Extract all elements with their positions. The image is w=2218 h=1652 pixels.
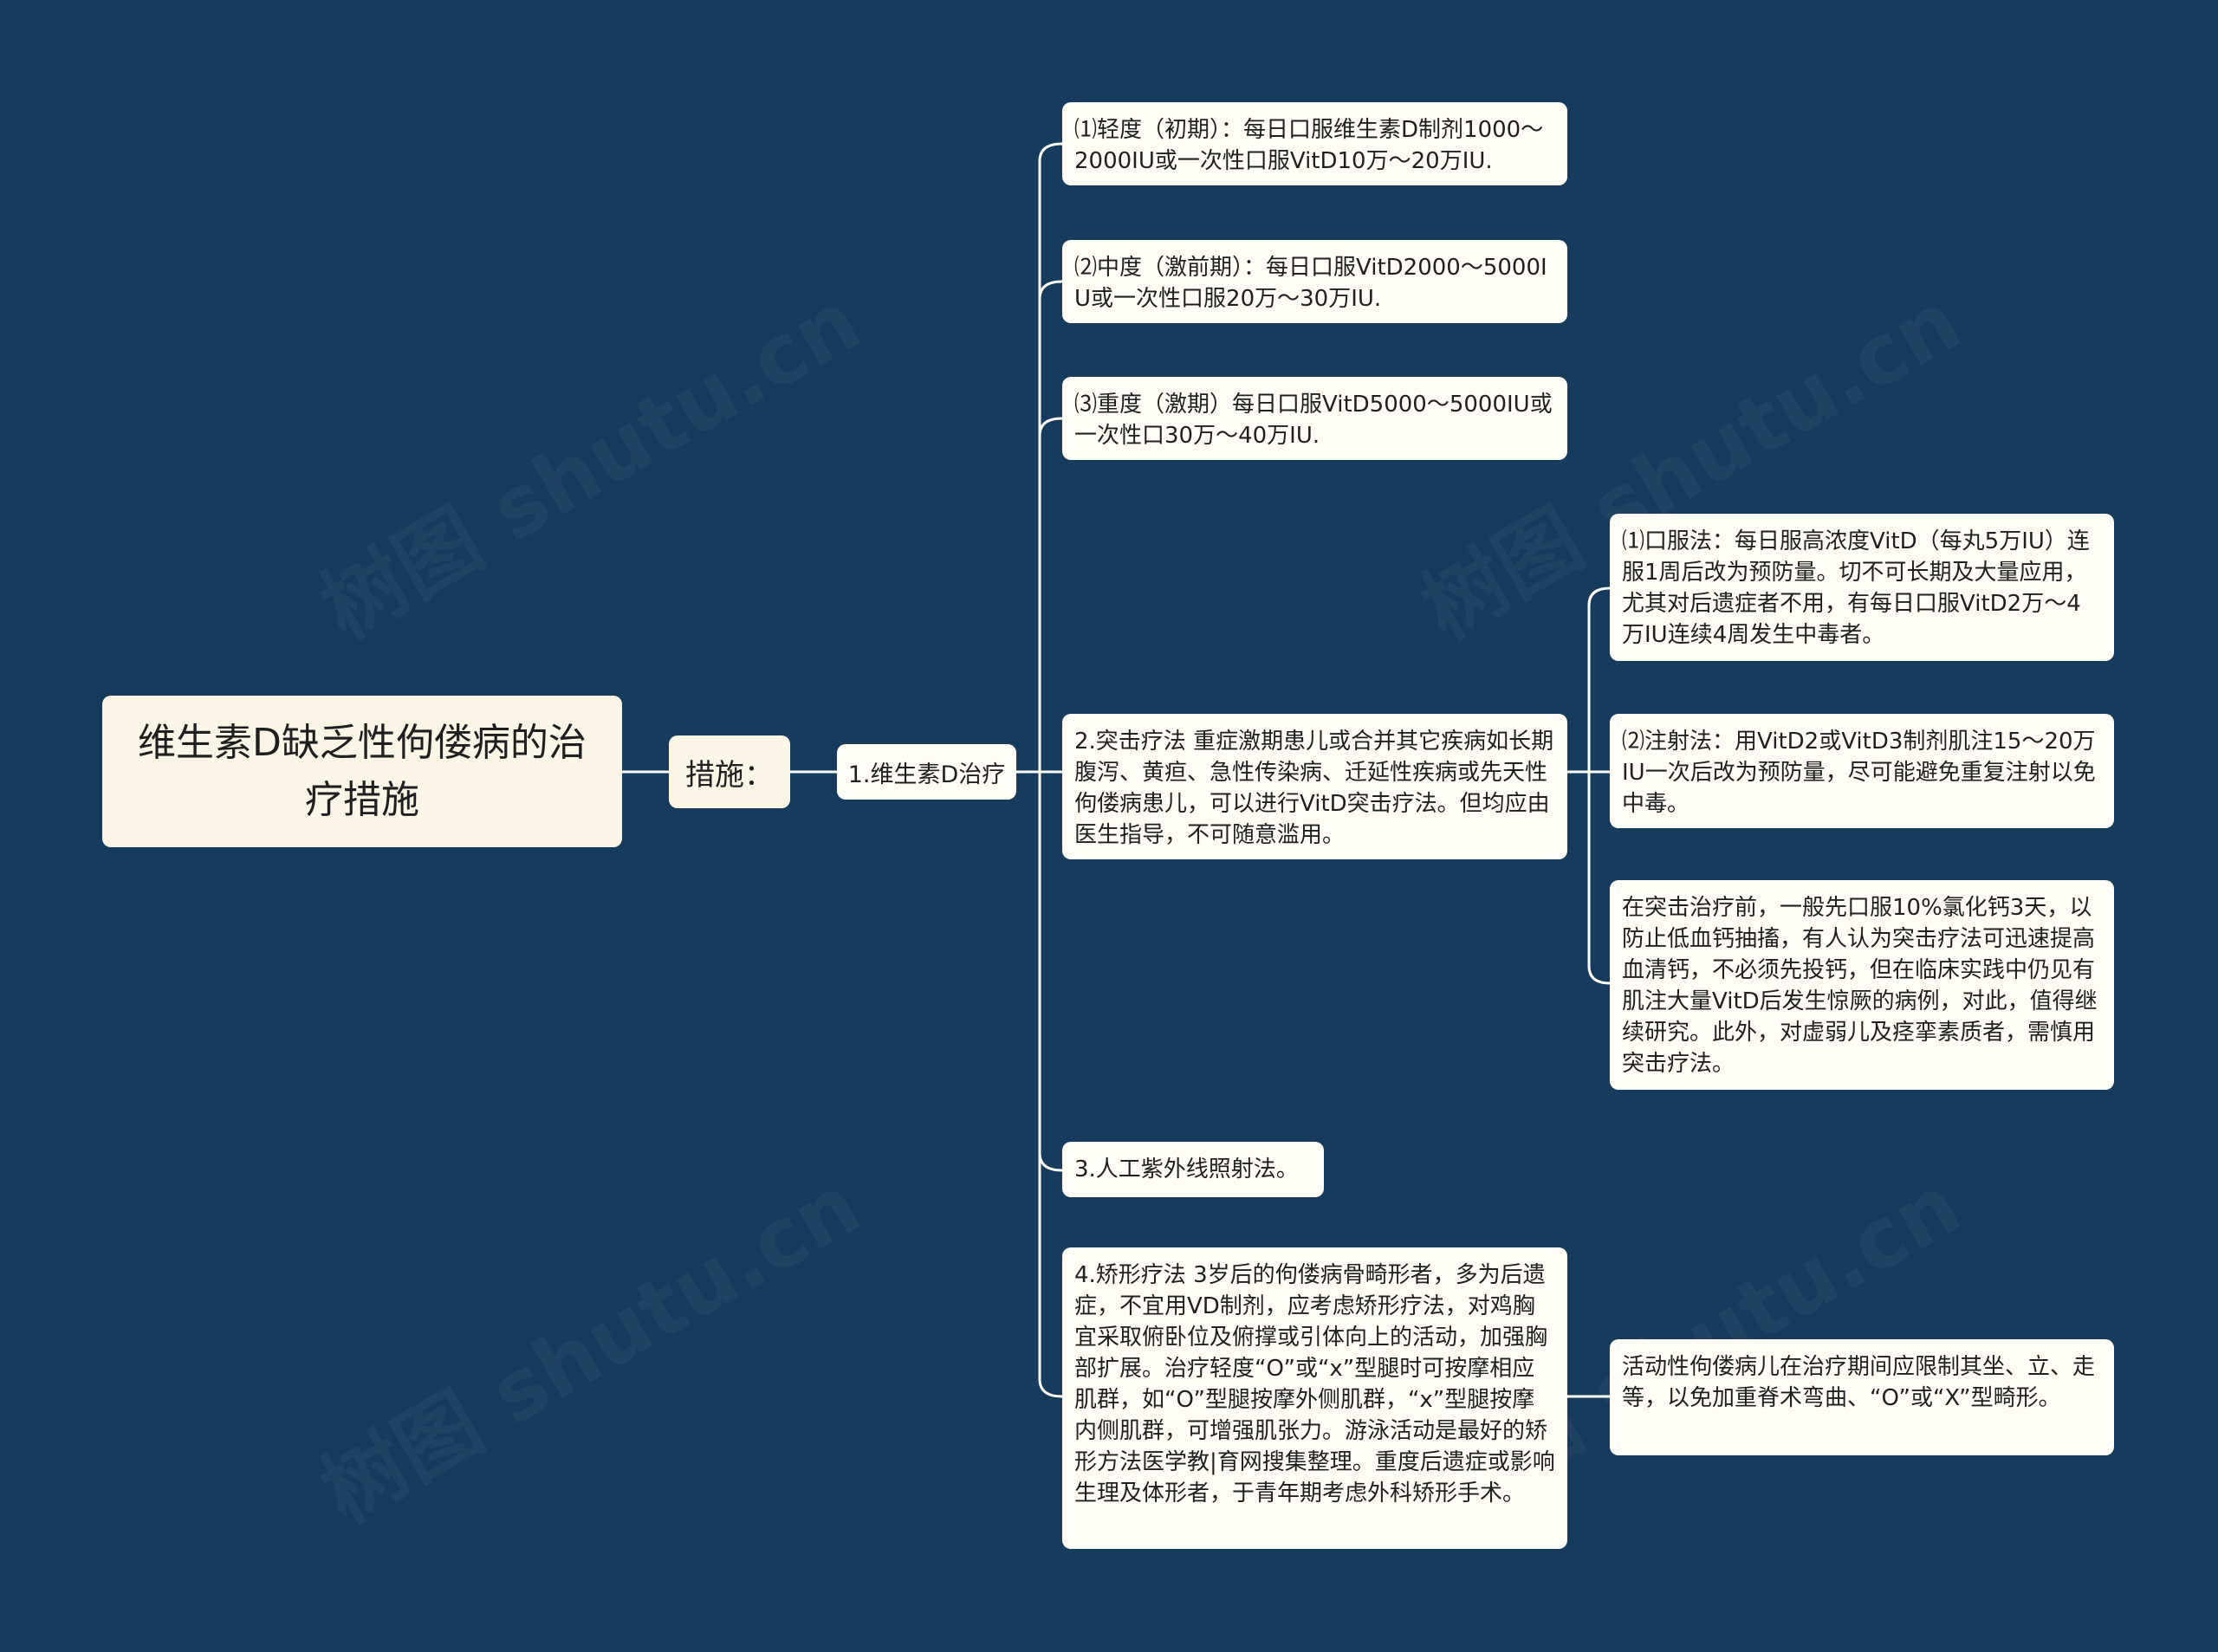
watermark: 树图 shutu.cn	[296, 1140, 879, 1545]
link-sub-3	[1587, 965, 1611, 985]
watermark: 树图 shutu.cn	[296, 256, 879, 662]
link-sub-1	[1587, 586, 1611, 606]
sub-activity-restriction-text: 活动性佝偻病儿在治疗期间应限制其坐、立、走等，以免加重脊术弯曲、“O”或“X”型…	[1622, 1354, 2096, 1411]
branch-moderate[interactable]: ⑵中度（激前期）：每日口服VitD2000～5000IU或一次性口服20万～30…	[1062, 240, 1567, 323]
link-branch-1	[1038, 142, 1063, 162]
link-branch-6	[1038, 1378, 1063, 1398]
sub-calcium-note[interactable]: 在突击治疗前，一般先口服10%氯化钙3天，以防止低血钙抽搐，有人认为突击疗法可迅…	[1610, 880, 2114, 1090]
sub-calcium-note-text: 在突击治疗前，一般先口服10%氯化钙3天，以防止低血钙抽搐，有人认为突击疗法可迅…	[1622, 895, 2098, 1077]
branch-mild-text: ⑴轻度（初期）：每日口服维生素D制剂1000～2000IU或一次性口服VitD1…	[1074, 117, 1544, 174]
sub-oral-method-text: ⑴口服法：每日服高浓度VitD（每丸5万IU）连服1周后改为预防量。切不可长期及…	[1622, 528, 2090, 648]
branch-mild[interactable]: ⑴轻度（初期）：每日口服维生素D制剂1000～2000IU或一次性口服VitD1…	[1062, 102, 1567, 185]
measures-label: 措施：	[685, 757, 774, 793]
vitd-treatment-label: 1.维生素D治疗	[847, 761, 1006, 788]
sub-injection-method[interactable]: ⑵注射法：用VitD2或VitD3制剂肌注15～20万IU一次后改为预防量，尽可…	[1610, 714, 2114, 828]
branch-severe[interactable]: ⑶重度（激期）每日口服VitD5000～5000IU或一次性口30万～40万IU…	[1062, 377, 1567, 460]
measures-node[interactable]: 措施：	[669, 735, 790, 808]
branch-moderate-text: ⑵中度（激前期）：每日口服VitD2000～5000IU或一次性口服20万～30…	[1074, 255, 1547, 312]
sub-injection-method-text: ⑵注射法：用VitD2或VitD3制剂肌注15～20万IU一次后改为预防量，尽可…	[1622, 729, 2096, 817]
root-label: 维生素D缺乏性佝偻病的治疗措施	[138, 720, 587, 822]
branch-uv-therapy[interactable]: 3.人工紫外线照射法。	[1062, 1142, 1324, 1197]
root-node[interactable]: 维生素D缺乏性佝偻病的治疗措施	[102, 696, 622, 847]
branch-shock-therapy[interactable]: 2.突击疗法 重症激期患儿或合并其它疾病如长期腹泻、黄疸、急性传染病、迁延性疾病…	[1062, 714, 1567, 859]
branch-orthopedic[interactable]: 4.矫形疗法 3岁后的佝偻病骨畸形者，多为后遗症，不宜用VD制剂，应考虑矫形疗法…	[1062, 1247, 1567, 1549]
branch-uv-therapy-text: 3.人工紫外线照射法。	[1074, 1156, 1299, 1182]
vitd-treatment-node[interactable]: 1.维生素D治疗	[837, 744, 1016, 800]
sub-oral-method[interactable]: ⑴口服法：每日服高浓度VitD（每丸5万IU）连服1周后改为预防量。切不可长期及…	[1610, 514, 2114, 661]
branch-shock-therapy-text: 2.突击疗法 重症激期患儿或合并其它疾病如长期腹泻、黄疸、急性传染病、迁延性疾病…	[1074, 729, 1554, 848]
branch-severe-text: ⑶重度（激期）每日口服VitD5000～5000IU或一次性口30万～40万IU…	[1074, 392, 1553, 449]
link-branch-3	[1038, 417, 1063, 437]
link-branch-2	[1038, 280, 1063, 300]
sub-activity-restriction[interactable]: 活动性佝偻病儿在治疗期间应限制其坐、立、走等，以免加重脊术弯曲、“O”或“X”型…	[1610, 1339, 2114, 1455]
link-branch-5	[1038, 1152, 1063, 1172]
branch-orthopedic-text: 4.矫形疗法 3岁后的佝偻病骨畸形者，多为后遗症，不宜用VD制剂，应考虑矫形疗法…	[1074, 1262, 1555, 1506]
